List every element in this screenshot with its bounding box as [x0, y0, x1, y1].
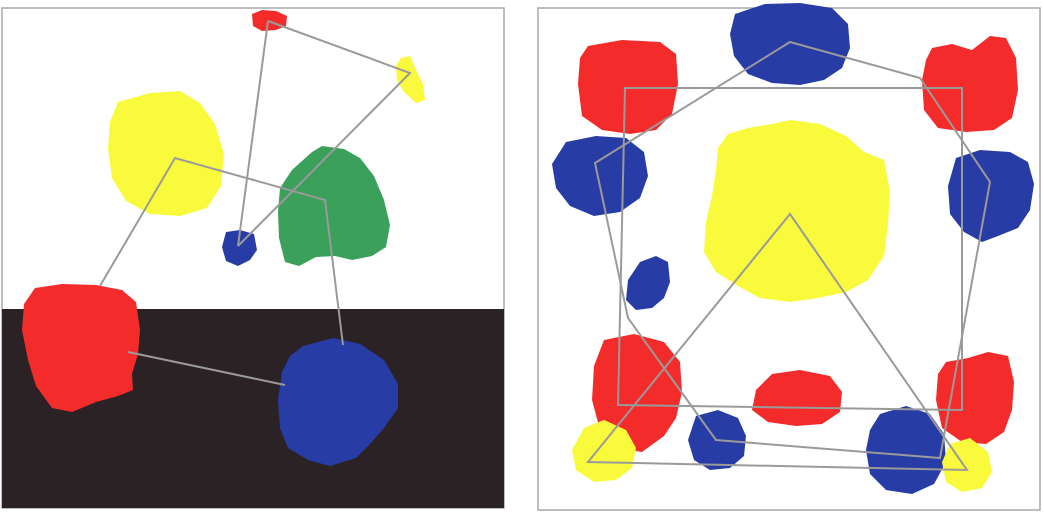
red-blob-top-right	[922, 36, 1018, 132]
yellow-blob-large	[108, 91, 224, 216]
left-path-d	[127, 351, 286, 386]
left-connections	[99, 20, 412, 386]
right-triangle	[585, 212, 969, 472]
left-path-c	[99, 156, 344, 346]
right-panel	[537, 3, 1041, 511]
blue-blob-small	[222, 230, 257, 266]
left-path-a	[237, 20, 412, 247]
blue-blob-right	[948, 150, 1034, 242]
left-panel	[1, 7, 505, 509]
yellow-blob-small-right	[396, 56, 425, 103]
yellow-blob-center	[704, 120, 890, 302]
yellow-blob-bottom-left	[572, 420, 636, 482]
red-blob-large	[22, 284, 140, 412]
red-blob-bottom-right	[936, 352, 1014, 444]
red-blob-center-bottom	[752, 370, 842, 426]
blue-blob-large	[278, 338, 398, 466]
blue-blob-bottom-right	[866, 406, 946, 494]
left-blobs	[22, 10, 425, 466]
right-square	[616, 87, 963, 412]
right-heptagon	[593, 40, 992, 460]
red-blob-bottom-left	[592, 334, 682, 452]
right-connections	[585, 40, 992, 472]
blue-blob-top-center	[730, 3, 850, 85]
right-blobs	[552, 3, 1034, 494]
left-path-b	[237, 20, 269, 247]
green-blob	[278, 146, 390, 266]
blue-blob-small-left	[626, 256, 670, 310]
